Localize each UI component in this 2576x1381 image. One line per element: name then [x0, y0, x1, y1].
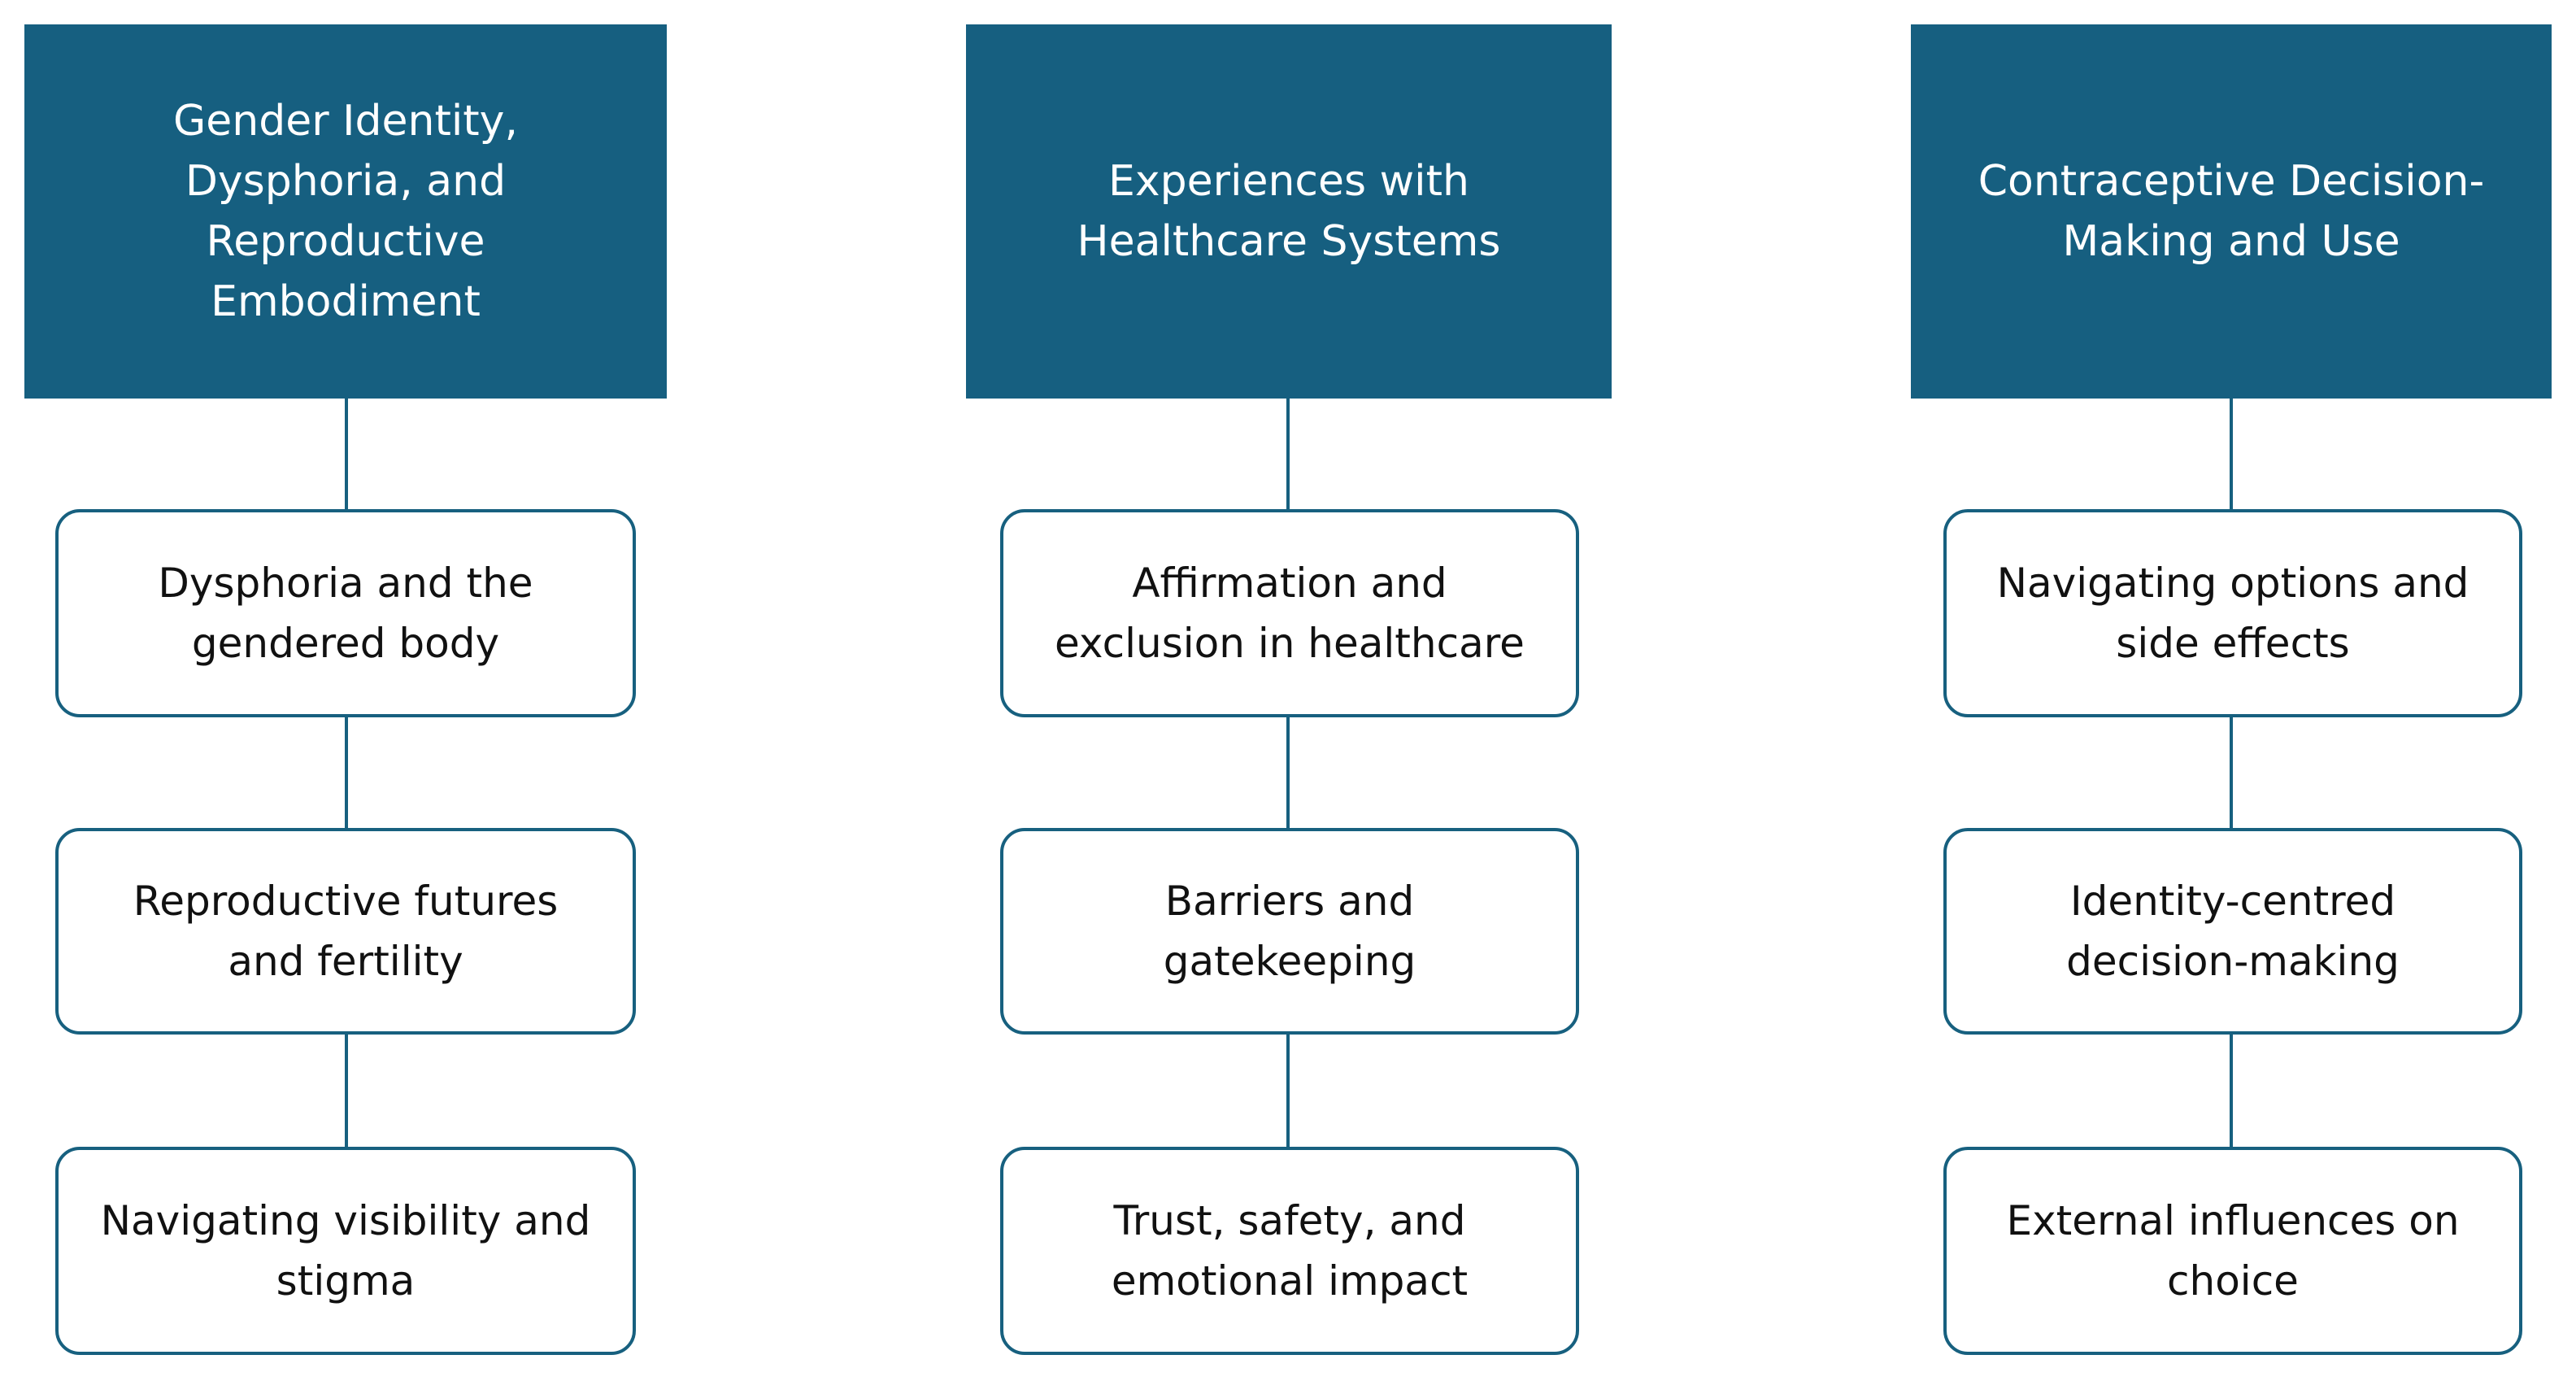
connector-line	[1286, 1035, 1290, 1147]
subtheme-box: Trust, safety, and emotional impact	[1000, 1147, 1579, 1355]
connector-line	[345, 1035, 348, 1147]
subtheme-box: Barriers and gatekeeping	[1000, 828, 1579, 1035]
connector-line	[345, 399, 348, 509]
subtheme-box: Dysphoria and the gendered body	[55, 509, 636, 717]
subtheme-label: Barriers and gatekeeping	[1163, 878, 1416, 985]
subtheme-label: Navigating options and side effects	[1996, 560, 2469, 667]
connector-line	[345, 717, 348, 828]
theme-title: Gender Identity, Dysphoria, and Reproduc…	[173, 97, 518, 326]
connector-line	[1286, 717, 1290, 828]
subtheme-label: Affirmation and exclusion in healthcare	[1055, 560, 1525, 667]
subtheme-box: Navigating options and side effects	[1943, 509, 2522, 717]
connector-line	[1286, 399, 1290, 509]
subtheme-label: Trust, safety, and emotional impact	[1111, 1197, 1469, 1305]
subtheme-label: Dysphoria and the gendered body	[158, 560, 533, 667]
subtheme-box: Navigating visibility and stigma	[55, 1147, 636, 1355]
subtheme-label: Identity-centred decision-making	[2066, 878, 2400, 985]
connector-line	[2230, 399, 2233, 509]
subtheme-label: External influences on choice	[2006, 1197, 2460, 1305]
theme-box-contraceptive-decision: Contraceptive Decision-Making and Use	[1911, 24, 2552, 399]
subtheme-box: Identity-centred decision-making	[1943, 828, 2522, 1035]
subtheme-label: Navigating visibility and stigma	[100, 1197, 591, 1305]
theme-title: Contraceptive Decision-Making and Use	[1978, 157, 2485, 266]
subtheme-box: Reproductive futures and fertility	[55, 828, 636, 1035]
theme-title: Experiences with Healthcare Systems	[1077, 157, 1501, 266]
theme-box-healthcare-systems: Experiences with Healthcare Systems	[966, 24, 1612, 399]
subtheme-box: External influences on choice	[1943, 1147, 2522, 1355]
theme-box-gender-identity: Gender Identity, Dysphoria, and Reproduc…	[24, 24, 667, 399]
connector-line	[2230, 717, 2233, 828]
subtheme-label: Reproductive futures and fertility	[133, 878, 559, 985]
connector-line	[2230, 1035, 2233, 1147]
subtheme-box: Affirmation and exclusion in healthcare	[1000, 509, 1579, 717]
